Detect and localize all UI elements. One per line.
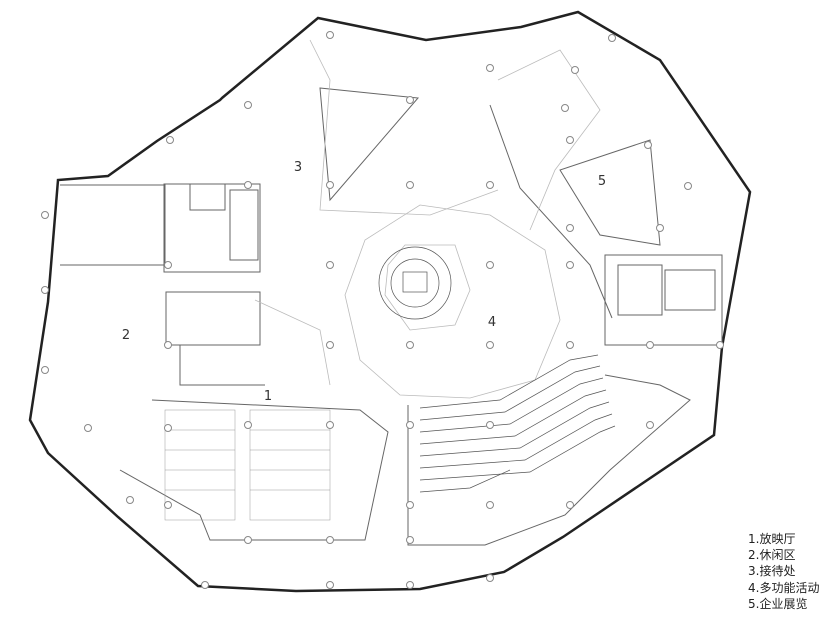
zone-label: 2 bbox=[122, 328, 130, 343]
legend: 1.放映厅 2.休闲区 3.接待处 4.多功能活动 5.企业展览 bbox=[748, 531, 833, 612]
zone-label: 1 bbox=[264, 389, 272, 404]
zone-label: 4 bbox=[488, 315, 496, 330]
auditorium-seating bbox=[164, 409, 331, 521]
zone-label: 3 bbox=[294, 160, 302, 175]
legend-item: 1.放映厅 bbox=[748, 532, 796, 546]
zone-label: 5 bbox=[598, 174, 606, 189]
columns bbox=[41, 31, 724, 589]
legend-item: 3.接待处 bbox=[748, 564, 796, 579]
legend-item: 5.企业展览 bbox=[748, 596, 808, 611]
legend-item: 4.多功能活动 bbox=[748, 580, 820, 595]
outer-wall bbox=[28, 10, 752, 593]
spiral-stair bbox=[378, 246, 452, 320]
zone-labels: 1 2 3 4 5 bbox=[122, 160, 606, 404]
tiered-stair bbox=[419, 354, 616, 493]
legend-item: 2.休闲区 bbox=[748, 548, 796, 563]
structure-lines bbox=[60, 87, 723, 546]
light-lines bbox=[254, 39, 601, 399]
